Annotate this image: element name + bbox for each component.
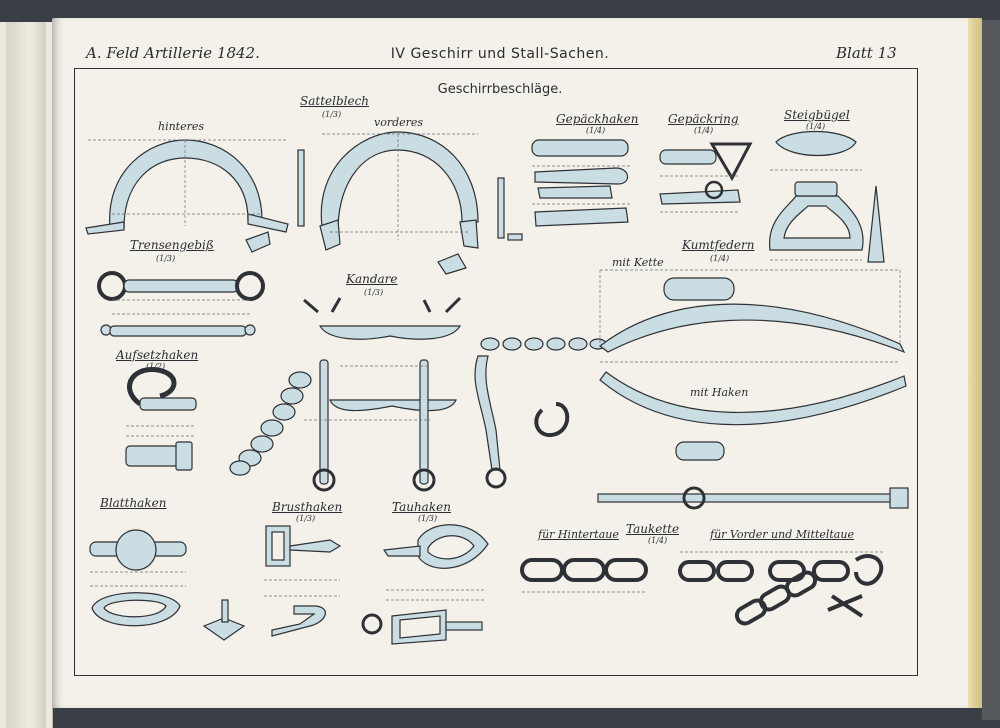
label-hame-springs: Kumtfedern <box>682 238 755 252</box>
label-with-hook: mit Haken <box>690 386 749 399</box>
scale-baggage-ring: (1/4) <box>694 126 714 135</box>
label-trace-chain: Taukette <box>626 522 680 536</box>
label-front: vorderes <box>374 116 424 129</box>
scale-check-hook: (1/2) <box>146 362 166 371</box>
scale-snaffle-bit: (1/3) <box>156 254 176 263</box>
label-trace-hook: Tauhaken <box>392 500 451 514</box>
header-center: IV Geschirr und Stall-Sachen. <box>390 46 610 62</box>
label-rear: hinteres <box>158 120 205 133</box>
label-baggage-hook: Gepäckhaken <box>556 112 639 126</box>
scale-trace-chain: (1/4) <box>648 536 668 545</box>
scale-trace-hook: (1/3) <box>418 514 438 523</box>
scale-saddle-plate: (1/3) <box>322 110 342 119</box>
left-page-edge <box>0 22 53 728</box>
stirrup-drawing <box>769 130 885 263</box>
label-breast-hook: Brusthaken <box>272 500 343 514</box>
page-block-edge <box>968 18 982 708</box>
hame-spring-drawing <box>474 277 909 510</box>
book-cover <box>982 20 1000 720</box>
label-snaffle-bit: Trensengebiß <box>130 238 214 252</box>
shoulder-hook-drawing <box>89 529 246 641</box>
scale-hame-springs: (1/4) <box>710 254 730 263</box>
dimension-lines <box>88 133 901 601</box>
baggage-hook-drawing <box>531 139 629 227</box>
label-baggage-ring: Gepäckring <box>668 112 739 126</box>
saddle-plate-rear-drawing <box>85 139 305 253</box>
trace-chain-front-drawing <box>678 554 884 626</box>
scale-baggage-hook: (1/4) <box>586 126 606 135</box>
trace-chain-rear-drawing <box>520 558 648 582</box>
label-for-rear-traces: für Hintertaue <box>538 528 619 541</box>
scale-breast-hook: (1/3) <box>296 514 316 523</box>
plate-title: Geschirrbeschläge. <box>437 82 563 97</box>
label-saddle-plate: Sattelblech <box>300 94 370 108</box>
breast-hook-drawing <box>265 525 383 637</box>
label-check-hook: Aufsetzhaken <box>116 348 199 362</box>
trace-hook-drawing <box>382 524 489 645</box>
saddle-plate-front-drawing <box>319 131 523 275</box>
scale-stirrup: (1/4) <box>806 122 826 131</box>
curb-bit-drawing <box>303 296 462 492</box>
plate-frame <box>74 68 918 676</box>
snaffle-bit-drawing <box>97 271 265 337</box>
label-stirrup: Steigbügel <box>784 108 850 122</box>
label-curb-bit: Kandare <box>346 272 398 286</box>
curb-chain-drawing <box>229 371 312 476</box>
header-right: Blatt 13 <box>836 44 897 62</box>
scale-curb-bit: (1/3) <box>364 288 384 297</box>
check-hook-drawing <box>125 367 197 471</box>
label-shoulder-hook: Blatthaken <box>100 496 167 510</box>
label-for-front-middle-traces: für Vorder und Mitteltaue <box>710 528 854 541</box>
label-with-chain: mit Kette <box>612 256 664 269</box>
header-left: A. Feld Artillerie 1842. <box>86 44 260 62</box>
baggage-ring-drawing <box>659 142 753 205</box>
